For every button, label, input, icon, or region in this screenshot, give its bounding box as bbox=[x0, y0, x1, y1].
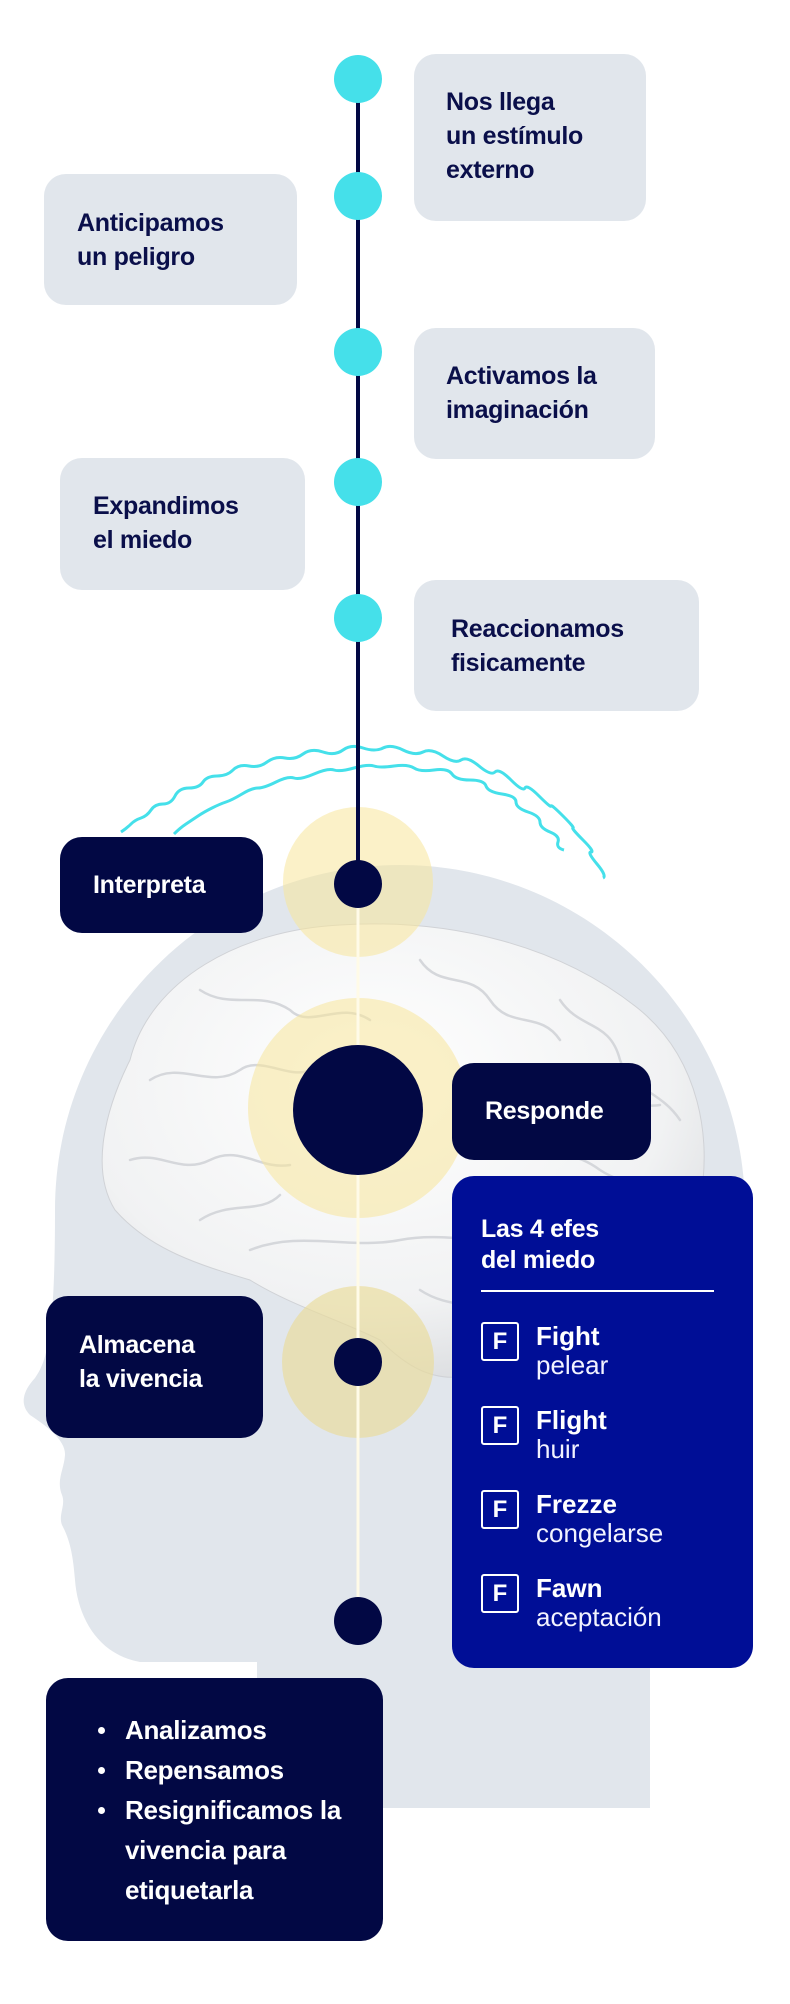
brain-dot-interpreta bbox=[334, 860, 382, 908]
step-text: Anticipamos bbox=[77, 209, 224, 237]
brain-dot-final bbox=[334, 1597, 382, 1645]
brain-dot-responde bbox=[293, 1045, 423, 1175]
list-item: Resignificamos la vivencia para etiqueta… bbox=[78, 1790, 353, 1910]
timeline-dot bbox=[334, 458, 382, 506]
step-box-expandimos: Expandimos el miedo bbox=[60, 458, 305, 590]
list-item: Repensamos bbox=[78, 1750, 353, 1790]
step-text: externo bbox=[446, 156, 535, 184]
step-box-activamos: Activamos la imaginación bbox=[414, 328, 655, 459]
f-letter-icon: F bbox=[481, 1574, 519, 1613]
step-text: Reaccionamos bbox=[451, 615, 624, 643]
title-line: del miedo bbox=[481, 1246, 595, 1274]
final-steps-list: Analizamos Repensamos Resignificamos la … bbox=[78, 1710, 353, 1910]
stage-almacena: Almacena la vivencia bbox=[46, 1296, 263, 1438]
step-text: fisicamente bbox=[451, 649, 586, 677]
f-meaning: congelarse bbox=[536, 1518, 664, 1548]
timeline-dot bbox=[334, 172, 382, 220]
list-item: Analizamos bbox=[78, 1710, 353, 1750]
four-fs-title: Las 4 efes del miedo bbox=[481, 1214, 753, 1276]
stage-responde: Responde bbox=[452, 1063, 651, 1160]
timeline-dot bbox=[334, 328, 382, 376]
f-name: Fawn bbox=[536, 1573, 603, 1603]
step-box-reaccionamos: Reaccionamos fisicamente bbox=[414, 580, 699, 711]
f-letter-icon: F bbox=[481, 1490, 519, 1529]
step-box-anticipamos: Anticipamos un peligro bbox=[44, 174, 297, 305]
step-text: imaginación bbox=[446, 396, 589, 424]
f-letter-icon: F bbox=[481, 1322, 519, 1361]
timeline-dot bbox=[334, 594, 382, 642]
step-box-estimulo: Nos llega un estímulo externo bbox=[414, 54, 646, 221]
stage-interpreta: Interpreta bbox=[60, 837, 263, 933]
stage-label: Responde bbox=[485, 1097, 604, 1125]
divider bbox=[481, 1290, 714, 1292]
stage-label: Almacena bbox=[79, 1331, 195, 1359]
f-name: Flight bbox=[536, 1405, 607, 1435]
f-meaning: huir bbox=[536, 1434, 580, 1464]
final-steps-box: Analizamos Repensamos Resignificamos la … bbox=[46, 1678, 383, 1941]
timeline-dot bbox=[334, 55, 382, 103]
stage-label: Interpreta bbox=[93, 871, 206, 899]
f-meaning: pelear bbox=[536, 1350, 609, 1380]
f-letter-icon: F bbox=[481, 1406, 519, 1445]
step-text: un peligro bbox=[77, 243, 195, 271]
stage-label: la vivencia bbox=[79, 1365, 203, 1393]
f-meaning: aceptación bbox=[536, 1602, 662, 1632]
step-text: Nos llega bbox=[446, 88, 555, 116]
step-text: Activamos la bbox=[446, 362, 597, 390]
step-text: un estímulo bbox=[446, 122, 583, 150]
sound-waves bbox=[120, 744, 606, 880]
step-text: el miedo bbox=[93, 526, 193, 554]
step-text: Expandimos bbox=[93, 492, 239, 520]
title-line: Las 4 efes bbox=[481, 1215, 599, 1243]
brain-dot-almacena bbox=[334, 1338, 382, 1386]
f-name: Frezze bbox=[536, 1489, 617, 1519]
f-name: Fight bbox=[536, 1321, 600, 1351]
